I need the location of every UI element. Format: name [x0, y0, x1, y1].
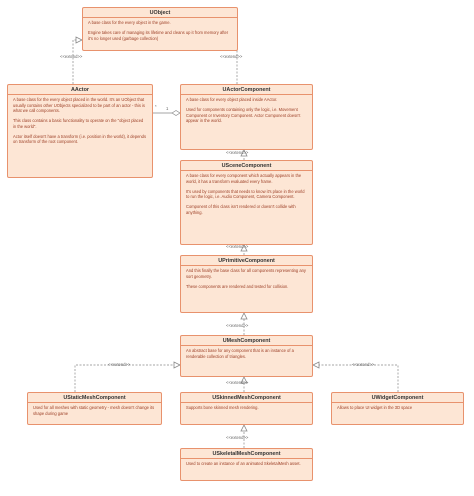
description-paragraph: An abstract base for any component that … [186, 348, 294, 359]
description-paragraph: Actor itself doesn't have a transform (i… [13, 133, 146, 145]
arrowhead-umesh-bottom [240, 376, 248, 384]
extend-label-uskinned: <<extend>> [226, 380, 249, 385]
class-description: Used to create an instance of an animate… [181, 459, 312, 467]
class-description: A base class for every component which a… [181, 171, 312, 215]
class-uskeletalmeshcomponent[interactable]: USkeletalMeshComponent Used to create an… [180, 448, 313, 481]
description-paragraph: These components are rendered and tested… [186, 283, 289, 289]
class-name: UStaticMeshComponent [28, 393, 161, 403]
class-description: A base class for the every object in the… [83, 18, 237, 41]
class-description: An abstract base for any component that … [181, 346, 312, 359]
arrowhead-uskinned [240, 424, 248, 432]
class-aactor[interactable]: AActor A base class for the every object… [7, 84, 153, 178]
class-description: A base class for every object placed ins… [181, 95, 312, 124]
description-paragraph: A base class for the every object in the… [88, 20, 171, 25]
arrowhead-uscenecomponent [240, 244, 248, 252]
description-paragraph: This class contains a basic functionalit… [13, 118, 144, 129]
description-paragraph: It's used by components that needs to kn… [186, 188, 305, 200]
class-uwidgetcomponent[interactable]: UWidgetComponent Allows to place UI widg… [331, 392, 464, 425]
extend-label-uscenecomponent: <<extend>> [226, 150, 249, 155]
extend-label-umeshcomponent: <<extend>> [226, 323, 249, 328]
class-name: UMeshComponent [181, 336, 312, 346]
link-uwidget-umesh [313, 364, 399, 392]
description-paragraph: Component of this class isn't rendered o… [186, 204, 296, 215]
extend-label-uwidget: <<extend>> [352, 362, 375, 367]
link-aactor-uobject [72, 39, 82, 84]
arrowhead-uactorcomponent [240, 149, 248, 157]
description-paragraph: A base class for every component which a… [186, 173, 302, 184]
description-paragraph: And this finally the base class for all … [186, 268, 306, 279]
class-description: Allows to place UI widget in the 3D spac… [332, 403, 463, 411]
class-uactorcomponent[interactable]: UActorComponent A base class for every o… [180, 84, 313, 150]
link-ustaticmesh-umesh [74, 364, 180, 392]
multiplicity-aactor: * [155, 104, 157, 109]
arrowhead-uobject-left [75, 36, 83, 44]
description-paragraph: A base class for the every object placed… [13, 97, 145, 114]
description-paragraph: A base class for every object placed ins… [186, 97, 278, 102]
arrowhead-umesh-right [312, 361, 320, 369]
description-paragraph: Used for components containing only the … [186, 106, 301, 124]
extend-label-uskeletal: <<extend>> [226, 435, 249, 440]
aggregation-diamond [171, 110, 181, 116]
class-ustaticmeshcomponent[interactable]: UStaticMeshComponent Used for all meshes… [27, 392, 162, 425]
class-name: UActorComponent [181, 85, 312, 95]
class-description: Used for all meshes with static geometry… [28, 403, 161, 416]
class-uscenecomponent[interactable]: USceneComponent A base class for every c… [180, 160, 313, 245]
class-name: AActor [8, 85, 152, 95]
class-description: A base class for the every object placed… [8, 95, 152, 145]
extend-label-ustaticmesh: <<extend>> [108, 362, 131, 367]
class-name: UPrimitiveComponent [181, 256, 312, 266]
class-name: USkeletalMeshComponent [181, 449, 312, 459]
description-paragraph: Used for all meshes with static geometry… [33, 405, 155, 416]
class-description: And this finally the base class for all … [181, 266, 312, 289]
class-uobject[interactable]: UObject A base class for the every objec… [82, 7, 238, 51]
arrowhead-uprimitivecomponent [240, 312, 248, 320]
class-description: Supports bone skinned mesh rendering. [181, 403, 312, 411]
description-paragraph: Supports bone skinned mesh rendering. [186, 405, 259, 410]
arrowhead-umesh-left [173, 361, 181, 369]
class-name: USceneComponent [181, 161, 312, 171]
description-paragraph: Engine takes care of managing its lifeti… [88, 29, 229, 41]
extend-label-uactorcomponent: <<extend>> [220, 54, 243, 59]
multiplicity-component: 1 [166, 106, 169, 111]
extend-label-aactor: <<extend>> [60, 54, 83, 59]
extend-label-uprimitivecomponent: <<extend>> [226, 244, 249, 249]
class-uprimitivecomponent[interactable]: UPrimitiveComponent And this finally the… [180, 255, 313, 313]
class-umeshcomponent[interactable]: UMeshComponent An abstract base for any … [180, 335, 313, 377]
class-name: UWidgetComponent [332, 393, 463, 403]
class-uskinnedmeshcomponent[interactable]: USkinnedMeshComponent Supports bone skin… [180, 392, 313, 425]
description-paragraph: Used to create an instance of an animate… [186, 461, 301, 466]
description-paragraph: Allows to place UI widget in the 3D spac… [337, 405, 413, 410]
class-name: UObject [83, 8, 237, 18]
class-name: USkinnedMeshComponent [181, 393, 312, 403]
